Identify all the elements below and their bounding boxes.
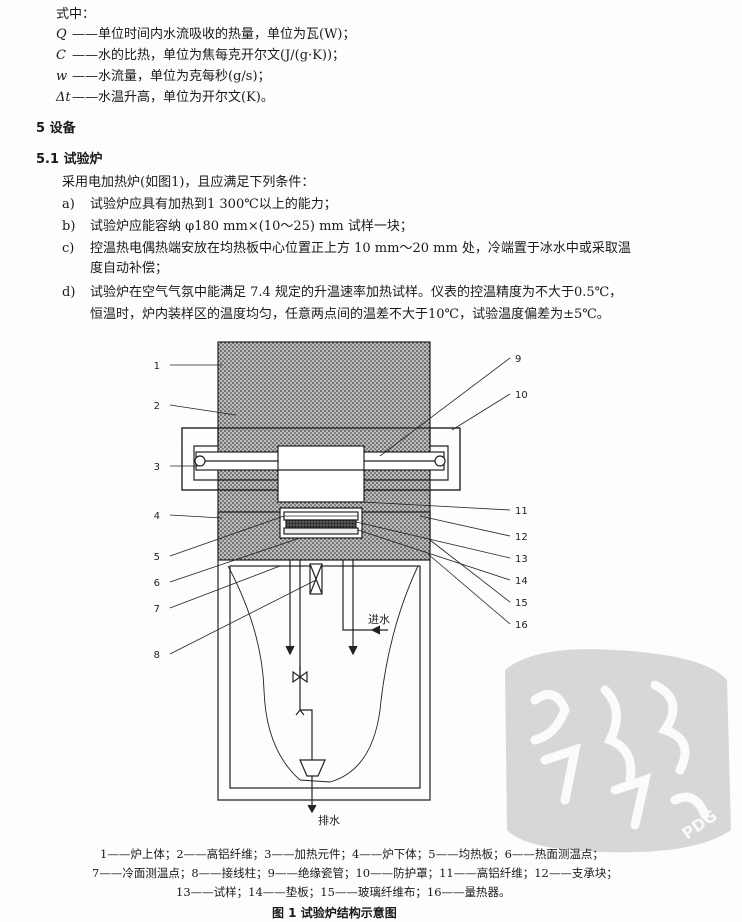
soaking-plate [283, 511, 359, 521]
callout-16: 16 [515, 620, 528, 631]
watermark-seal: PDG [505, 649, 731, 853]
list-label: c) [62, 241, 75, 256]
list-label: d) [62, 285, 76, 300]
list-text-cont: 恒温时，炉内装样区的温度均匀，任意两点间的温差不大于10℃，试验温度偏差为±5℃… [90, 307, 610, 322]
callout-6: 6 [154, 578, 160, 589]
var-w: w ——水流量，单位为克每秒(g/s)； [56, 68, 271, 86]
calorimeter [217, 560, 431, 801]
callout-13: 13 [515, 554, 528, 565]
legend-line-3: 13——试样；14——垫板；15——玻璃纤维布；16——量热器。 [176, 885, 511, 899]
inlet-label: 进水 [368, 613, 390, 626]
lead-text: 采用电加热炉(如图1)，且应满足下列条件： [62, 175, 315, 190]
list-item: a) 试验炉应具有加热到1 300℃以上的能力； [62, 196, 337, 214]
var-desc: ——水的比热，单位为焦每克开尔文(J/(g·K))； [72, 48, 346, 63]
var-q: Q ——单位时间内水流吸收的热量，单位为瓦(W)； [56, 26, 356, 44]
callout-11: 11 [515, 506, 528, 517]
list-text-cont: 度自动补偿； [90, 261, 169, 276]
legend-line-1: 1——炉上体；2——高铝纤维；3——加热元件；4——炉下体；5——均热板；6——… [100, 847, 604, 861]
furnace-diagram: 1 2 3 4 5 6 7 8 9 10 11 12 13 14 15 16 进… [154, 341, 528, 827]
callout-1: 1 [154, 361, 160, 372]
ceramic-tube [277, 445, 365, 503]
var-dt: Δt——水温升高，单位为开尔文(K)。 [56, 89, 274, 107]
var-symbol: Q [56, 27, 67, 42]
legend-line-2: 7——冷面测温点；8——接线柱；9——绝缘瓷管；10——防护罩；11——高铝纤维… [92, 866, 618, 880]
list-text: 试验炉应能容纳 φ180 mm×(10～25) mm 试样一块； [90, 219, 413, 234]
list-text: 试验炉在空气气氛中能满足 7.4 规定的升温速率加热试样。仪表的控温精度为不大于… [90, 285, 623, 300]
callout-8: 8 [154, 650, 160, 661]
callout-2: 2 [154, 401, 160, 412]
figure-caption: 图 1 试验炉结构示意图 [272, 906, 397, 920]
backing-plate [283, 527, 359, 535]
subsection-heading: 5.1 试验炉 [36, 152, 103, 167]
callout-7: 7 [154, 604, 160, 615]
sample [285, 519, 357, 529]
var-desc: ——水流量，单位为克每秒(g/s)； [72, 69, 271, 84]
callout-3: 3 [154, 462, 160, 473]
list-text: 控温热电偶热端安放在均热板中心位置正上方 10 mm～20 mm 处，冷端置于冰… [90, 241, 631, 256]
var-desc: ——单位时间内水流吸收的热量，单位为瓦(W)； [72, 27, 356, 42]
var-symbol: Δt [56, 90, 71, 105]
list-item: b) 试验炉应能容纳 φ180 mm×(10～25) mm 试样一块； [62, 218, 413, 236]
list-item: c) 控温热电偶热端安放在均热板中心位置正上方 10 mm～20 mm 处，冷端置… [62, 240, 631, 258]
var-c: C ——水的比热，单位为焦每克开尔文(J/(g·K))； [56, 47, 345, 65]
list-item: d) 试验炉在空气气氛中能满足 7.4 规定的升温速率加热试样。仪表的控温精度为不… [62, 284, 622, 302]
callout-15: 15 [515, 598, 528, 609]
list-text: 试验炉应具有加热到1 300℃以上的能力； [90, 197, 337, 212]
callout-12: 12 [515, 532, 528, 543]
callout-14: 14 [515, 576, 528, 587]
var-desc: ——水温升高，单位为开尔文(K)。 [72, 90, 274, 105]
var-symbol: C [56, 48, 66, 63]
list-label: a) [62, 197, 75, 212]
callout-10: 10 [515, 390, 528, 401]
var-symbol: w [56, 69, 68, 84]
callout-5: 5 [154, 552, 160, 563]
outlet-label: 排水 [318, 813, 340, 827]
section-heading: 5 设备 [36, 121, 76, 136]
callout-4: 4 [154, 511, 160, 522]
callout-9: 9 [515, 354, 521, 365]
intro-text: 式中： [56, 7, 96, 22]
list-label: b) [62, 219, 76, 234]
